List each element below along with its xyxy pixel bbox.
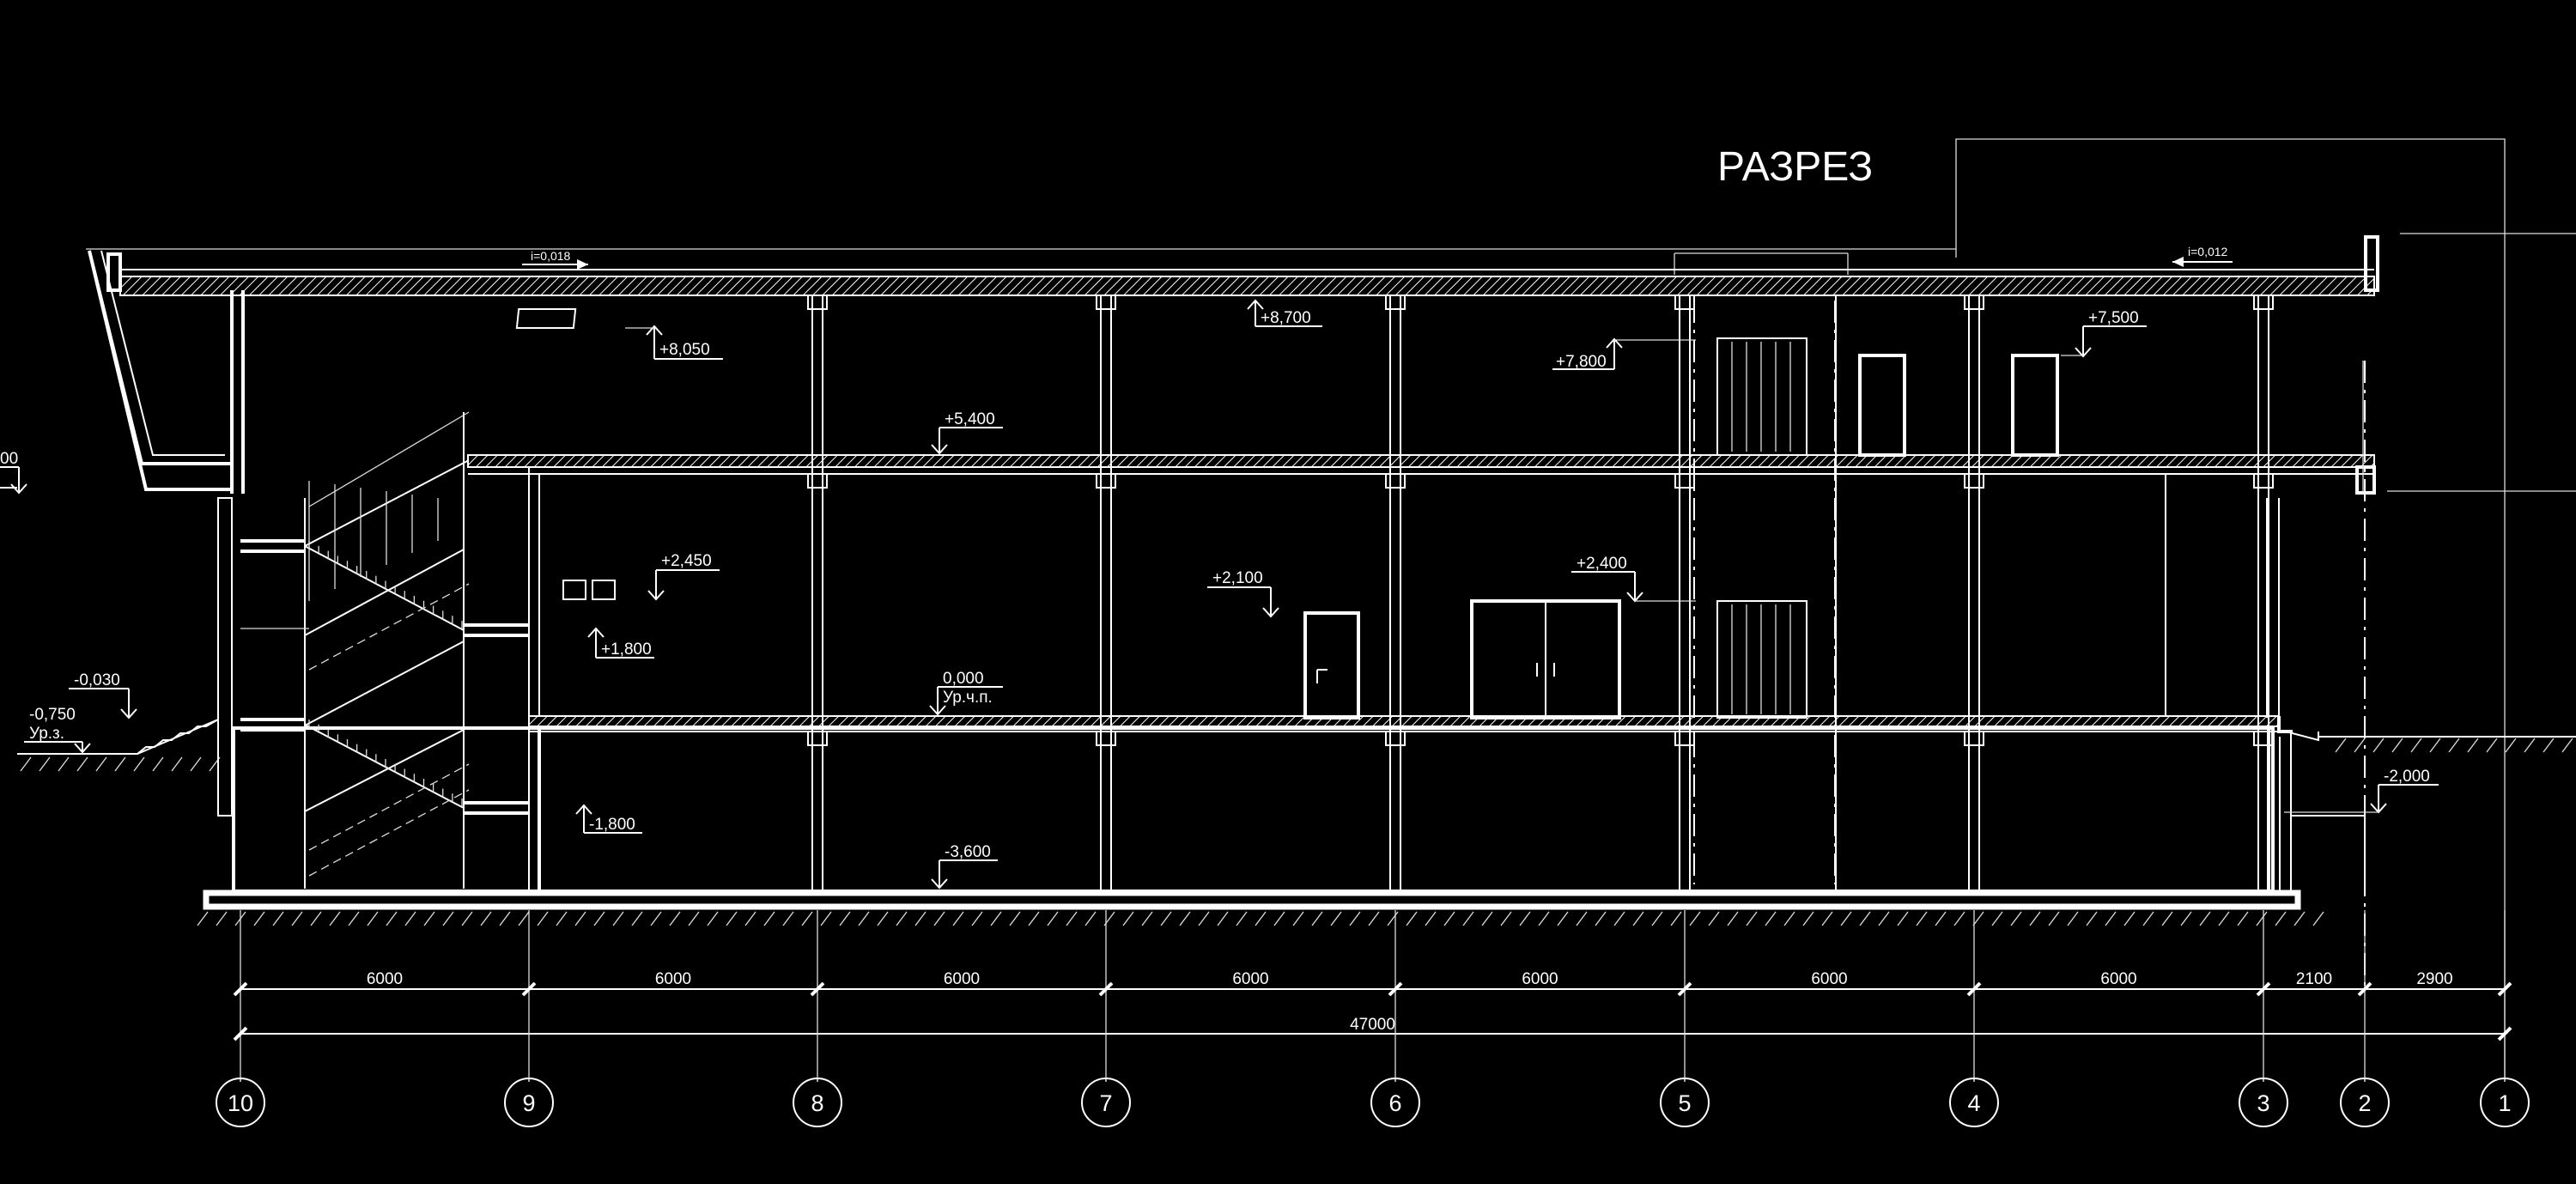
slope-right: i=0,012	[2172, 245, 2233, 267]
elev-floor-level: Ур.ч.п.	[943, 689, 993, 707]
axis-label: 1	[2498, 1090, 2511, 1116]
axis-label: 5	[1678, 1090, 1691, 1116]
elev-7800: +7,800	[1556, 353, 1607, 371]
elev-2100: +2,100	[1212, 569, 1263, 587]
elev-m1800: -1,800	[589, 816, 635, 834]
dimension-span: 6000	[1522, 970, 1558, 988]
dimension-span: 6000	[944, 970, 980, 988]
axis-bubble	[1949, 1078, 1999, 1127]
svg-text:i=0,018: i=0,018	[531, 249, 571, 263]
axis-bubble	[1081, 1078, 1131, 1127]
elev-m0750: -0,750	[29, 706, 76, 724]
axis-bubble	[2480, 1078, 2530, 1127]
dimension-span: 6000	[1232, 970, 1268, 988]
svg-text:i=0,012: i=0,012	[2188, 245, 2228, 258]
roof	[88, 235, 2379, 494]
elev-8050: +8,050	[659, 341, 710, 359]
entrance-stair	[17, 719, 219, 755]
elev-m2000: -2,000	[2384, 768, 2430, 786]
axis-bubble	[216, 1078, 265, 1127]
elev-cut: 00	[0, 450, 18, 468]
elev-2450: +2,450	[661, 552, 712, 570]
elev-2400: +2,400	[1577, 555, 1627, 573]
axis-label: 4	[1967, 1090, 1980, 1116]
axis-label: 7	[1099, 1090, 1112, 1116]
elev-0000: 0,000	[943, 670, 984, 688]
dimension-lines: 6000 6000 6000 6000 6000 6000 6000 2100 2900 4700…	[233, 910, 2512, 1082]
drawing-title: РАЗРЕЗ	[1717, 144, 1873, 190]
axis-label: 9	[522, 1090, 535, 1116]
elev-m3600: -3,600	[945, 843, 991, 861]
elevation-marks	[0, 299, 2439, 890]
dimension-total: 47000	[1350, 1016, 1395, 1034]
stair	[240, 411, 529, 889]
elev-5400: +5,400	[945, 410, 995, 428]
dimension-span: 2100	[2296, 970, 2332, 988]
axis-bubble	[1660, 1078, 1710, 1127]
axis-bubbles: 10 9 8 7 6 5 4 3 2 1	[216, 1078, 2530, 1127]
axis-label: 8	[811, 1090, 823, 1116]
axis-label: 6	[1388, 1090, 1401, 1116]
dimension-span: 2900	[2416, 970, 2452, 988]
axis-bubble	[793, 1078, 842, 1127]
adjacent-volume-outline	[86, 138, 2576, 1078]
dimension-span: 6000	[1811, 970, 1847, 988]
slope-left: i=0,018	[522, 249, 588, 270]
elev-m0030: -0,030	[74, 671, 120, 689]
axis-bubble	[2239, 1078, 2288, 1127]
basement	[203, 726, 2301, 910]
elev-ground-level: Ур.з.	[29, 725, 64, 743]
elev-7500: +7,500	[2088, 309, 2139, 327]
axis-bubble	[1370, 1078, 1420, 1127]
axis-bubble	[504, 1078, 554, 1127]
elev-8700: +8,700	[1261, 309, 1311, 327]
axis-label: 10	[228, 1090, 253, 1116]
columns	[807, 294, 2274, 893]
openings	[515, 308, 2059, 720]
dimension-span: 6000	[367, 970, 403, 988]
dimension-span: 6000	[2100, 970, 2136, 988]
dimension-span: 6000	[655, 970, 691, 988]
axis-label: 3	[2257, 1090, 2269, 1116]
axis-bubble	[2340, 1078, 2390, 1127]
elev-1800: +1,800	[601, 641, 652, 659]
axis-label: 2	[2358, 1090, 2371, 1116]
slab-second-floor	[467, 454, 2376, 495]
